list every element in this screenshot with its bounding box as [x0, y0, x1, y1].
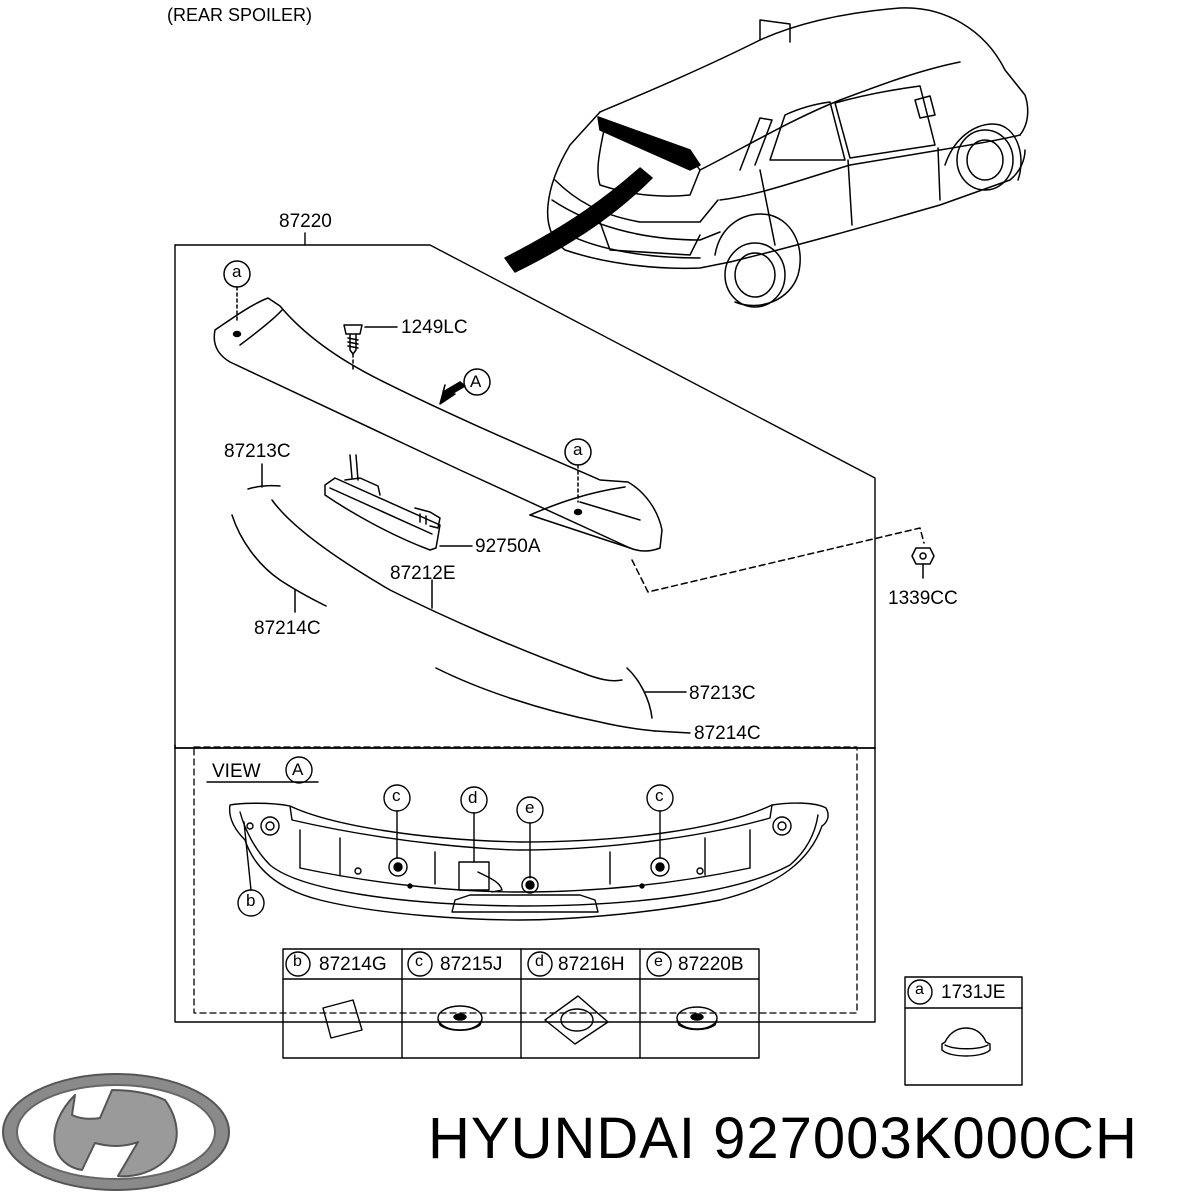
marker-view-a: A — [470, 372, 482, 391]
part-label-87220: 87220 — [279, 211, 332, 232]
table-key-d: d — [535, 953, 544, 970]
part-label-87214c-left: 87214C — [254, 618, 321, 639]
view-marker-a: A — [292, 760, 304, 779]
view-label: VIEW — [212, 761, 261, 782]
table-key-b: b — [293, 953, 302, 970]
brand-part-number: HYUNDAI 927003K000CH — [428, 1110, 1138, 1168]
marker-d: d — [468, 788, 478, 807]
marker-b: b — [246, 891, 256, 910]
garnish-strips — [231, 463, 691, 734]
view-a-border — [193, 746, 858, 1014]
marker-e: e — [525, 798, 535, 817]
table-part-e: 87220B — [678, 954, 744, 975]
brand-name: HYUNDAI — [428, 1106, 697, 1171]
section-title: (REAR SPOILER) — [167, 5, 313, 25]
part-label-1249lc: 1249LC — [401, 317, 468, 338]
stop-lamp — [324, 454, 473, 551]
clip-table-key-a: a — [915, 981, 924, 998]
part-label-87212e: 87212E — [390, 563, 456, 584]
marker-c-left: c — [392, 786, 401, 805]
clip-table-part: 1731JE — [941, 982, 1006, 1003]
part-label-87214c-right: 87214C — [694, 723, 761, 744]
hyundai-logo — [2, 1073, 230, 1191]
marker-c-right: c — [655, 786, 664, 805]
table-part-b: 87214G — [319, 954, 387, 975]
marker-a-right: a — [573, 440, 583, 459]
table-part-d: 87216H — [558, 954, 625, 975]
spoiler — [213, 260, 935, 593]
part-label-92750a: 92750A — [475, 536, 541, 557]
table-key-c: c — [415, 953, 423, 970]
table-key-e: e — [654, 953, 663, 970]
part-label-87213c-left: 87213C — [224, 441, 291, 462]
marker-a-left: a — [232, 262, 242, 281]
part-label-1339cc: 1339CC — [888, 588, 958, 609]
car-illustration — [504, 7, 1029, 308]
table-part-c: 87215J — [440, 954, 503, 975]
part-label-87213c-right: 87213C — [689, 683, 756, 704]
part-number: 927003K000CH — [713, 1106, 1138, 1171]
